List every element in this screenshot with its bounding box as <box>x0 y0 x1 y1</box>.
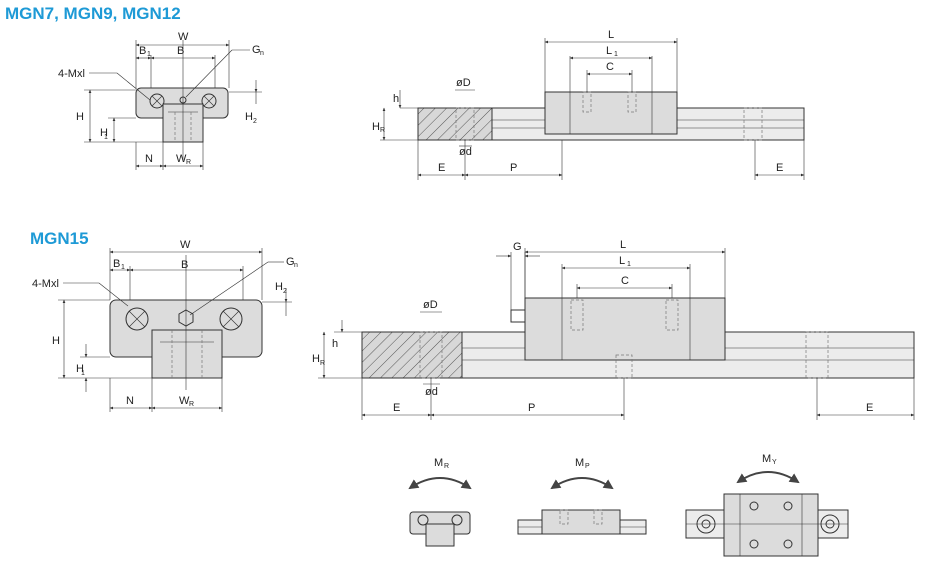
dim-W: W <box>180 239 191 251</box>
ball-right <box>201 93 217 109</box>
svg-text:1: 1 <box>81 370 85 377</box>
dim-E-left: E <box>393 402 400 414</box>
rail-section <box>361 331 463 379</box>
label-MP: M <box>575 457 584 469</box>
moment-MY: M Y <box>685 453 849 557</box>
large-front-view: W B B 1 G n 4-Mxl H H 1 H 2 <box>32 239 298 412</box>
dim-WR: W <box>176 153 187 165</box>
dim-G: G <box>513 241 522 253</box>
dim-h: h <box>332 338 338 350</box>
small-front-view: W B B 1 G n 4-Mxl H H 1 H 2 <box>58 31 264 170</box>
dim-H1: H <box>100 127 108 139</box>
dim-C: C <box>621 275 629 287</box>
dim-H2: H <box>245 111 253 123</box>
dim-B1: B <box>139 45 146 57</box>
dim-Gn: G <box>252 44 261 56</box>
svg-text:2: 2 <box>253 118 257 125</box>
ball-right <box>219 307 243 331</box>
ball-left <box>125 307 149 331</box>
dim-HR: H <box>372 121 380 133</box>
svg-text:1: 1 <box>614 51 618 58</box>
svg-text:1: 1 <box>121 264 125 271</box>
moment-MR: M R <box>408 457 472 547</box>
block-body <box>544 91 678 135</box>
dim-L1: L <box>606 45 612 57</box>
dim-h: h <box>393 93 399 105</box>
dim-H: H <box>52 335 60 347</box>
large-side-view: G L L 1 C øD ød h H R <box>312 239 915 420</box>
rotation-arrow-icon <box>550 477 614 490</box>
rail-body <box>151 329 223 379</box>
dim-B: B <box>177 45 184 57</box>
svg-text:P: P <box>585 463 590 470</box>
rail-section <box>417 107 493 141</box>
svg-text:n: n <box>294 262 298 269</box>
dim-C: C <box>606 61 614 73</box>
dim-Gn: G <box>286 256 295 268</box>
label-MY: M <box>762 453 771 465</box>
svg-text:R: R <box>186 159 191 166</box>
dim-E-right: E <box>776 162 783 174</box>
svg-text:R: R <box>444 463 449 470</box>
ball-left <box>149 93 165 109</box>
dim-d: ød <box>425 386 438 398</box>
section-title-large: MGN15 <box>30 229 89 248</box>
svg-text:n: n <box>260 50 264 57</box>
dim-P: P <box>510 162 517 174</box>
dim-HR: H <box>312 353 320 365</box>
dim-L: L <box>620 239 626 251</box>
dim-D: øD <box>456 77 471 89</box>
svg-text:1: 1 <box>147 51 151 58</box>
dim-D: øD <box>423 299 438 311</box>
dim-P: P <box>528 402 535 414</box>
section-title-small: MGN7, MGN9, MGN12 <box>5 4 181 23</box>
dim-H2: H <box>275 281 283 293</box>
dim-N: N <box>145 153 153 165</box>
dim-E-right: E <box>866 402 873 414</box>
svg-text:2: 2 <box>283 288 287 295</box>
dim-W: W <box>178 31 189 43</box>
dim-L1: L <box>619 255 625 267</box>
block-body <box>524 297 726 361</box>
dim-d: ød <box>459 146 472 158</box>
svg-text:1: 1 <box>104 134 108 141</box>
dim-N: N <box>126 395 134 407</box>
svg-text:R: R <box>380 127 385 134</box>
dim-M: 4-Mxl <box>58 68 85 80</box>
label-MR: M <box>434 457 443 469</box>
dim-B1: B <box>113 258 120 270</box>
dim-L: L <box>608 29 614 41</box>
dim-M: 4-Mxl <box>32 278 59 290</box>
dim-H1: H <box>76 363 84 375</box>
dim-B: B <box>181 259 188 271</box>
dim-E-left: E <box>438 162 445 174</box>
small-side-view: L L 1 C øD ød h H R E P <box>372 29 805 180</box>
grease-nipple-side <box>510 309 526 323</box>
svg-text:R: R <box>320 360 325 367</box>
svg-text:1: 1 <box>627 261 631 268</box>
svg-text:R: R <box>189 401 194 408</box>
moment-MP: M P <box>517 457 647 535</box>
rotation-arrow-icon <box>736 471 800 484</box>
dim-H: H <box>76 111 84 123</box>
svg-text:Y: Y <box>772 459 777 466</box>
dim-WR: W <box>179 395 190 407</box>
rotation-arrow-icon <box>408 477 472 490</box>
